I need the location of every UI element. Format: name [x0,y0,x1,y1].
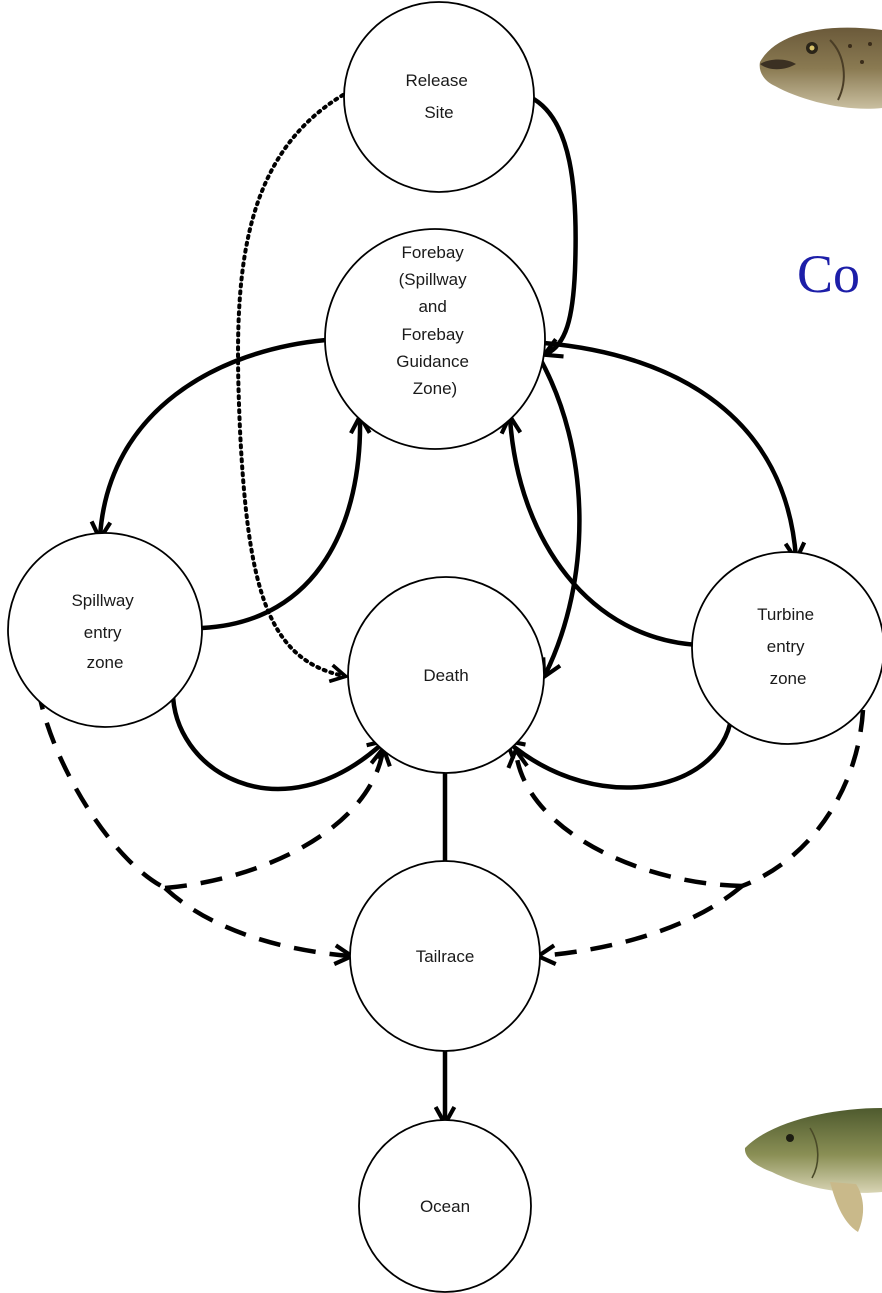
node-forebay: Forebay (Spillway and Forebay Guidance Z… [324,228,546,450]
edge-forebay-to-turbine [543,340,796,558]
node-death-label: Death [423,666,468,685]
node-spillway-entry-zone-label: Spillway entry zone [71,591,138,672]
node-release-site: Release Site [343,1,535,193]
edge-release-to-death [236,93,344,676]
edge-junction-to-tailrace-right [540,884,744,956]
node-turbine-entry-zone: Turbine entry zone [691,551,882,745]
node-ocean: Ocean [358,1119,532,1293]
node-release-site-label: Release Site [405,71,472,122]
edge-forebay-to-spillway [100,337,327,537]
edge-turbine-to-death-solid [508,709,735,790]
node-death: Death [347,576,545,774]
edge-spillway-to-junction [35,687,167,891]
top-fish-image [759,27,882,109]
node-tailrace: Tailrace [349,860,541,1052]
edge-spillway-to-death-solid [170,687,384,792]
edge-release-to-forebay [528,94,578,354]
bottom-fish-image [744,1108,882,1232]
diagram-edges [35,93,866,1122]
edge-junction-to-death-right [516,752,743,889]
edge-junction-to-death-left [164,750,383,891]
edge-turbine-to-junction [741,709,866,889]
edge-spillway-to-forebay [201,418,360,631]
slide-title-fragment: Co [797,244,860,304]
node-turbine-entry-zone-label: Turbine entry zone [757,605,819,688]
node-forebay-label: Forebay (Spillway and Forebay Guidance Z… [396,243,474,398]
edge-junction-to-tailrace-left [163,886,350,956]
edge-forebay-to-death [536,353,582,675]
edge-turbine-to-forebay [510,418,701,648]
node-tailrace-label: Tailrace [416,947,475,966]
node-spillway-entry-zone: Spillway entry zone [7,532,203,728]
node-ocean-label: Ocean [420,1197,470,1216]
